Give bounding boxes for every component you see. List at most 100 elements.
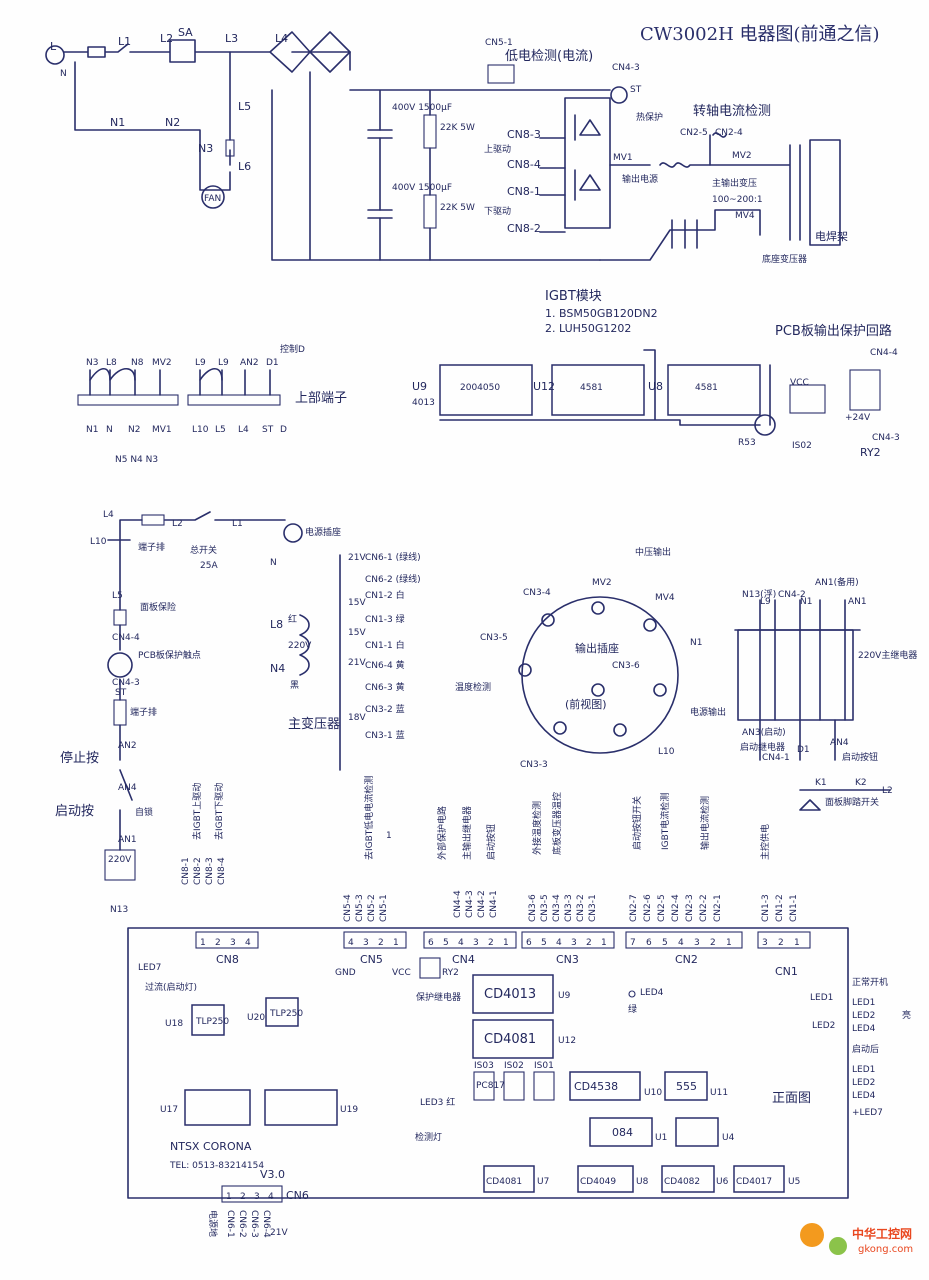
label-board-cn5-pins-3: 1: [393, 938, 399, 948]
pcb-protect-section: PCB板输出保护回路 CN4-4 CN4-3 RY2 +24V: [775, 323, 900, 459]
label-board-cn8-desc-1: 去IGBT下驱动: [213, 783, 225, 840]
diagram-title: CW3002H 电器图(前通之信): [640, 24, 880, 45]
label-terminal-top-0: N3: [86, 358, 98, 368]
label-relay-bottom-1: CN4-1: [762, 753, 790, 763]
label-board-cn4-pins-0: 6: [428, 938, 434, 948]
label-power-L5: L5: [238, 100, 251, 113]
label-relay-foot-note: 面板脚踏开关: [825, 796, 879, 808]
label-terminal-top-7: D1: [266, 358, 279, 368]
label-igbt-cn8-1: CN8-4: [507, 158, 541, 171]
label-board-cn8-labels-3: CN8-4: [217, 857, 227, 885]
label-board-cn4-labels-0: CN4-4: [453, 890, 463, 918]
label-board-cn1-pins-2: 1: [794, 938, 800, 948]
label-start-an2: AN2: [118, 741, 137, 751]
label-relay-bottom-0: AN3(启动): [742, 726, 786, 738]
label-board-cn5-desc: 去IGBT低电电流检测: [363, 776, 375, 860]
label-board-cn3-labels-0: CN3-6: [528, 894, 538, 922]
label-board-v21: 21V: [270, 1228, 288, 1238]
label-legend-s3: LED4: [852, 1091, 876, 1101]
label-relay-bottom-2: D1: [797, 745, 810, 755]
label-board-cd4017: CD4017: [736, 1177, 772, 1187]
label-legend-s1: LED1: [852, 1065, 875, 1075]
label-xfmr-sec-0-v: 21V: [348, 553, 366, 563]
label-xfmr-sec-0-b: CN6-2 (绿线): [365, 573, 421, 585]
label-board-u11: U11: [710, 1088, 728, 1098]
label-board-cn2-pins-0: 7: [630, 938, 636, 948]
label-board-cn2-labels-0: CN2-7: [629, 894, 639, 922]
label-legend-s4: +LED7: [852, 1108, 883, 1118]
label-board-cn4-labels-2: CN4-2: [477, 890, 487, 918]
label-board-cn3-pins-4: 2: [586, 938, 592, 948]
label-board-cn4-labels-3: CN4-1: [489, 890, 499, 918]
label-output-cn2-5: CN2-5: [680, 128, 708, 138]
label-board-cd4081: CD4081: [484, 1032, 536, 1047]
label-socket-view-pins-7: CN3-3: [520, 760, 548, 770]
label-igbt-lowcurrent: 低电检测(电流): [505, 49, 593, 64]
label-terminal-bottom-3: MV1: [152, 425, 172, 435]
label-board-cn2-pins-4: 3: [694, 938, 700, 948]
label-board-cn2-pins-3: 4: [678, 938, 684, 948]
label-relay-btm-notes-1: 启动按钮: [842, 751, 878, 763]
label-start-startbtn: 启动按: [55, 804, 94, 819]
label-socket-view-left-label: 温度检测: [455, 681, 491, 693]
label-relay-note: 220V主继电器: [858, 649, 917, 661]
label-board-cn5-labels-1: CN5-3: [355, 894, 365, 922]
label-board-cd4538: CD4538: [574, 1080, 618, 1093]
label-board-cn6-name: CN6: [286, 1189, 309, 1202]
label-board-u4: U4: [722, 1133, 735, 1143]
label-board-led4-note: 绿: [628, 1003, 637, 1015]
label-board-cn3-labels-2: CN3-4: [552, 894, 562, 922]
label-igbt-cn8-0: CN8-3: [507, 128, 541, 141]
label-board-front: 正面图: [772, 1091, 811, 1106]
label-xfmr-sec-3-b: CN6-3 黄: [365, 681, 405, 693]
label-board-cn6-labels-3: CN6-4: [261, 1210, 271, 1238]
label-board-cn5-pins-0: 4: [348, 938, 354, 948]
label-xfmr-sec-4-a: CN3-2 蓝: [365, 703, 405, 715]
label-board-cn2-labels-1: CN2-6: [643, 894, 653, 922]
fan-label: FAN: [204, 194, 221, 204]
label-board-cn3-pins-2: 4: [556, 938, 562, 948]
label-logic-u12chip: 4581: [580, 383, 603, 393]
label-relay-foot-0: K1: [815, 778, 827, 788]
label-board-ry2-note: 保护继电器: [416, 991, 461, 1003]
label-board-cn6-labels-2: CN6-3: [249, 1210, 259, 1238]
label-start-l1: L1: [232, 519, 243, 529]
watermark-cn: 中华工控网: [852, 1226, 912, 1241]
label-start-n: N: [270, 558, 277, 568]
label-relay-top-0: N13(浮): [742, 588, 776, 600]
label-board-cn6-pins-0: 1: [226, 1192, 232, 1202]
label-legend-n3: LED4: [852, 1024, 876, 1034]
label-board-ver: V3.0: [260, 1168, 285, 1181]
label-board-u6: U6: [716, 1177, 729, 1187]
label-start-n13: N13: [110, 905, 128, 915]
label-socket-view-pins-4: CN3-5: [480, 633, 508, 643]
label-board-u1: U1: [655, 1133, 667, 1143]
label-igbt-cn8-3: CN8-2: [507, 222, 541, 235]
label-board-cn6-labels-1: CN6-2: [237, 1210, 247, 1238]
label-socket-view-top-label: 中压输出: [635, 546, 671, 558]
label-pcb-protect-ry2: RY2: [860, 446, 881, 459]
label-board-u20: U20: [247, 1013, 265, 1023]
label-igbt-upper: 上驱动: [484, 144, 511, 155]
label-board-cn4-desc-0: 外部保护电路: [436, 806, 448, 860]
label-start-fuse: 面板保险: [140, 601, 176, 613]
label-board-cn2-desc-0: 启动按钮开关: [631, 796, 643, 850]
label-board-cn4-desc-1: 主输出继电器: [461, 806, 473, 860]
label-logic-u9: U9: [412, 380, 427, 393]
label-terminal-top-4: L9: [195, 358, 206, 368]
label-power-N1: N1: [110, 116, 125, 129]
label-terminal-bottom-6: L4: [238, 425, 249, 435]
label-board-cn6-pins-3: 4: [268, 1192, 274, 1202]
label-board-cn4-desc-2: 启动按钮: [485, 824, 497, 860]
label-relay-top-5: AN1: [848, 597, 867, 607]
label-start-terminal: 端子排: [138, 541, 165, 553]
label-power-N2: N2: [165, 116, 180, 129]
label-xfmr-color-r: 红: [288, 613, 297, 625]
main-transformer-section: L8 红 220V N4 黑 21V CN6-1 (绿线) CN6-2 (绿线)…: [270, 551, 421, 771]
label-board-u7: U7: [537, 1177, 549, 1187]
label-socket-view-pins-0: CN3-4: [523, 588, 551, 598]
label-caps-r1: 22K 5W: [440, 123, 475, 133]
label-output-current-detect: 转轴电流检测: [693, 104, 771, 119]
label-output-mv2: MV2: [732, 151, 752, 161]
